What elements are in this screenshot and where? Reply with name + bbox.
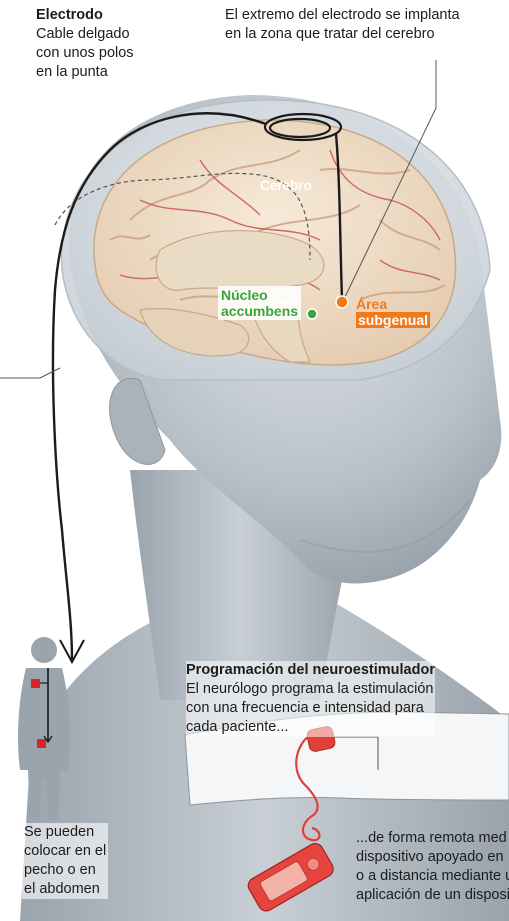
nucleo-accumbens-label: Núcleo accumbens bbox=[218, 286, 301, 320]
nucleo-line: accumbens bbox=[221, 303, 298, 319]
cerebro-label: Cerebro bbox=[260, 178, 312, 194]
remota-line: ...de forma remota med bbox=[356, 829, 509, 848]
electrodo-callout: Electrodo Cable delgado con unos polos e… bbox=[36, 6, 134, 82]
area-subgenual-label: Área subgenual bbox=[356, 296, 430, 328]
remota-line: dispositivo apoyado en bbox=[356, 848, 509, 867]
area-line: Área bbox=[356, 296, 430, 312]
nucleo-line: Núcleo bbox=[221, 287, 298, 303]
remota-callout: ...de forma remota med dispositivo apoya… bbox=[356, 829, 509, 905]
colocacion-line: Se pueden bbox=[24, 823, 106, 842]
area-subgenual-dot bbox=[336, 296, 348, 308]
colocacion-callout: Se pueden colocar en el pecho o en el ab… bbox=[22, 823, 108, 899]
colocacion-line: el abdomen bbox=[24, 880, 106, 899]
extremo-line: El extremo del electrodo se implanta bbox=[225, 6, 460, 25]
electrodo-title: Electrodo bbox=[36, 6, 134, 25]
remota-line: o a distancia mediante u bbox=[356, 867, 509, 886]
electrodo-line: con unos polos bbox=[36, 44, 134, 63]
programacion-title: Programación del neuroestimulador bbox=[186, 661, 435, 680]
electrodo-line: en la punta bbox=[36, 63, 134, 82]
programacion-line: El neurólogo programa la estimulación bbox=[186, 680, 435, 699]
extremo-line: en la zona que tratar del cerebro bbox=[225, 25, 460, 44]
colocacion-line: pecho o en bbox=[24, 861, 106, 880]
implant-marker-chest bbox=[31, 679, 40, 688]
programacion-line: cada paciente... bbox=[186, 718, 435, 737]
programacion-callout: Programación del neuroestimulador El neu… bbox=[186, 661, 435, 737]
programacion-line: con una frecuencia e intensidad para bbox=[186, 699, 435, 718]
remota-line: aplicación de un disposi bbox=[356, 886, 509, 905]
nucleo-accumbens-dot bbox=[307, 309, 317, 319]
inner-structure bbox=[156, 231, 324, 291]
pointer-line-left bbox=[0, 368, 60, 378]
colocacion-line: colocar en el bbox=[24, 842, 106, 861]
extremo-callout: El extremo del electrodo se implanta en … bbox=[225, 6, 460, 44]
area-line: subgenual bbox=[356, 312, 430, 328]
implant-marker-abdomen bbox=[37, 739, 46, 748]
electrodo-line: Cable delgado bbox=[36, 25, 134, 44]
